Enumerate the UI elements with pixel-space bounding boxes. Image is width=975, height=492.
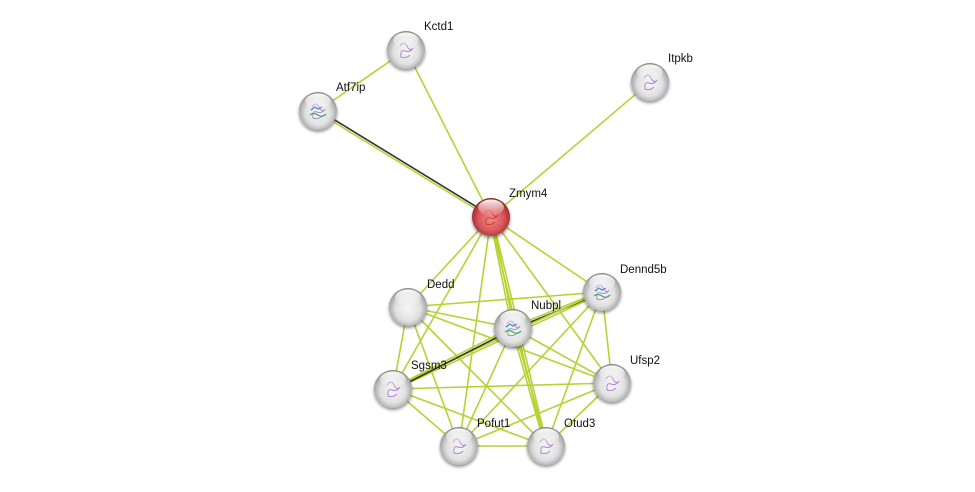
edge-dedd-pofut1[interactable] — [407, 306, 460, 447]
node-itpkb[interactable]: Itpkb — [631, 53, 693, 101]
edge-line-textmining — [490, 216, 603, 293]
edge-atf7ip-zmym4[interactable] — [317, 109, 492, 219]
node-highlight — [380, 371, 406, 388]
node-highlight — [533, 428, 559, 445]
node-highlight — [446, 428, 472, 445]
edge-line-textmining — [513, 327, 548, 446]
edge-line-coexpression — [318, 109, 492, 217]
node-pofut1[interactable]: Pofut1 — [440, 418, 510, 465]
edge-zmym4-dennd5b[interactable] — [490, 216, 603, 293]
edge-dennd5b-otud3[interactable] — [545, 291, 603, 447]
node-highlight — [478, 199, 504, 216]
edge-sgsm3-otud3[interactable] — [392, 388, 547, 447]
node-label: Pofut1 — [477, 418, 510, 430]
node-kctd1[interactable]: Kctd1 — [387, 21, 453, 69]
node-sgsm3[interactable]: Sgsm3 — [374, 360, 447, 408]
edge-line-textmining — [407, 306, 547, 447]
edge-line-textmining — [458, 382, 613, 447]
node-label: Itpkb — [668, 53, 693, 65]
edge-line-textmining — [317, 111, 491, 219]
edge-line-textmining — [392, 388, 547, 447]
edge-line-textmining — [511, 328, 546, 447]
node-highlight — [637, 64, 663, 81]
protein-structure-icon — [504, 329, 522, 334]
edge-dennd5b-sgsm3[interactable] — [392, 290, 603, 391]
edge-line-textmining — [392, 382, 613, 390]
node-label: Atf7ip — [336, 82, 365, 94]
node-highlight — [393, 32, 419, 49]
edge-zmym4-sgsm3[interactable] — [392, 216, 492, 390]
node-ufsp2[interactable]: Ufsp2 — [593, 355, 660, 402]
edge-kctd1-zmym4[interactable] — [405, 49, 492, 218]
node-otud3[interactable]: Otud3 — [527, 418, 595, 465]
node-dennd5b[interactable]: Dennd5b — [583, 264, 667, 311]
edge-line-textmining — [392, 326, 513, 389]
edge-nubpl-sgsm3[interactable] — [392, 326, 514, 391]
node-highlight — [599, 365, 625, 382]
edge-line-textmining — [405, 49, 492, 218]
node-label: Dedd — [427, 279, 455, 291]
node-label: Ufsp2 — [630, 355, 660, 367]
edge-zmym4-dedd[interactable] — [407, 216, 492, 308]
node-highlight — [395, 289, 421, 306]
protein-structure-icon — [593, 293, 611, 298]
edge-line-textmining — [490, 81, 651, 218]
edge-sgsm3-ufsp2[interactable] — [392, 382, 613, 390]
edge-line-coexpression — [393, 328, 514, 391]
edge-line-textmining — [393, 292, 603, 391]
edge-zmym4-ufsp2[interactable] — [490, 216, 613, 384]
edge-ufsp2-pofut1[interactable] — [458, 382, 613, 447]
edge-line-textmining — [392, 216, 492, 390]
protein-structure-icon — [309, 112, 327, 117]
edge-line-textmining — [407, 216, 492, 308]
edge-itpkb-zmym4[interactable] — [490, 81, 651, 218]
edge-line-textmining — [490, 216, 613, 384]
edge-line-textmining — [545, 291, 603, 447]
edge-line-textmining — [458, 291, 603, 447]
node-nubpl[interactable]: Nubpl — [494, 300, 561, 347]
node-label: Kctd1 — [424, 21, 453, 33]
node-label: Nubpl — [531, 300, 561, 312]
edge-line-textmining — [407, 306, 460, 447]
node-highlight — [500, 310, 526, 327]
node-zmym4[interactable]: Zmym4 — [472, 188, 548, 236]
node-dedd[interactable]: Dedd — [389, 279, 455, 326]
edge-line-textmining — [392, 290, 602, 389]
node-highlight — [305, 93, 331, 110]
node-label: Otud3 — [564, 418, 595, 430]
node-label: Zmym4 — [509, 188, 548, 200]
node-label: Dennd5b — [620, 264, 667, 276]
edge-nubpl-otud3[interactable] — [511, 327, 548, 447]
edge-dedd-dennd5b[interactable] — [407, 291, 603, 308]
edge-dedd-otud3[interactable] — [407, 306, 547, 447]
edge-dennd5b-pofut1[interactable] — [458, 291, 603, 447]
node-atf7ip[interactable]: Atf7ip — [299, 82, 365, 130]
node-highlight — [589, 274, 615, 291]
node-label: Sgsm3 — [411, 360, 447, 372]
edge-line-textmining — [407, 291, 603, 308]
